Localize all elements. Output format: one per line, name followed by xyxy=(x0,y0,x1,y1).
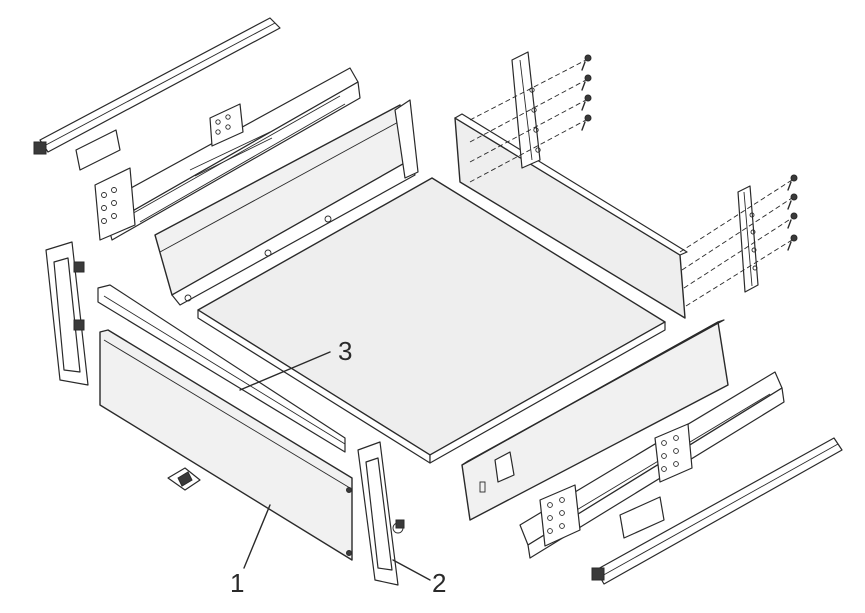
callout-3-leader xyxy=(239,351,331,391)
callout-2-number: 2 xyxy=(432,568,446,598)
callout-1-number: 1 xyxy=(230,568,244,598)
callout-leaders xyxy=(239,351,431,581)
front-panel-clip xyxy=(167,467,201,491)
screw-icon xyxy=(581,54,798,251)
right-drawer-side-profile xyxy=(461,319,729,521)
left-rail-label-card xyxy=(75,129,121,171)
front-panel xyxy=(99,329,353,561)
right-runner-slide xyxy=(519,371,785,559)
callout-3-number: 3 xyxy=(338,336,352,366)
left-drawer-side-profile xyxy=(154,99,419,306)
right-rail-label-card xyxy=(619,496,665,539)
callout-2-leader xyxy=(392,559,431,581)
right-gallery-rail xyxy=(591,437,843,585)
screw-guide-lines xyxy=(469,59,793,307)
drawer-bottom-board xyxy=(197,177,666,464)
rear-bracket-right xyxy=(737,185,759,293)
front-panel-bracket xyxy=(357,441,405,586)
drawer-back-panel xyxy=(454,113,688,319)
top-rail xyxy=(97,284,346,453)
callout-1-leader xyxy=(243,504,271,569)
left-gallery-rail xyxy=(33,17,281,155)
rear-bracket-left xyxy=(511,51,541,169)
left-runner-slide xyxy=(94,67,361,241)
left-front-bracket xyxy=(45,241,89,386)
